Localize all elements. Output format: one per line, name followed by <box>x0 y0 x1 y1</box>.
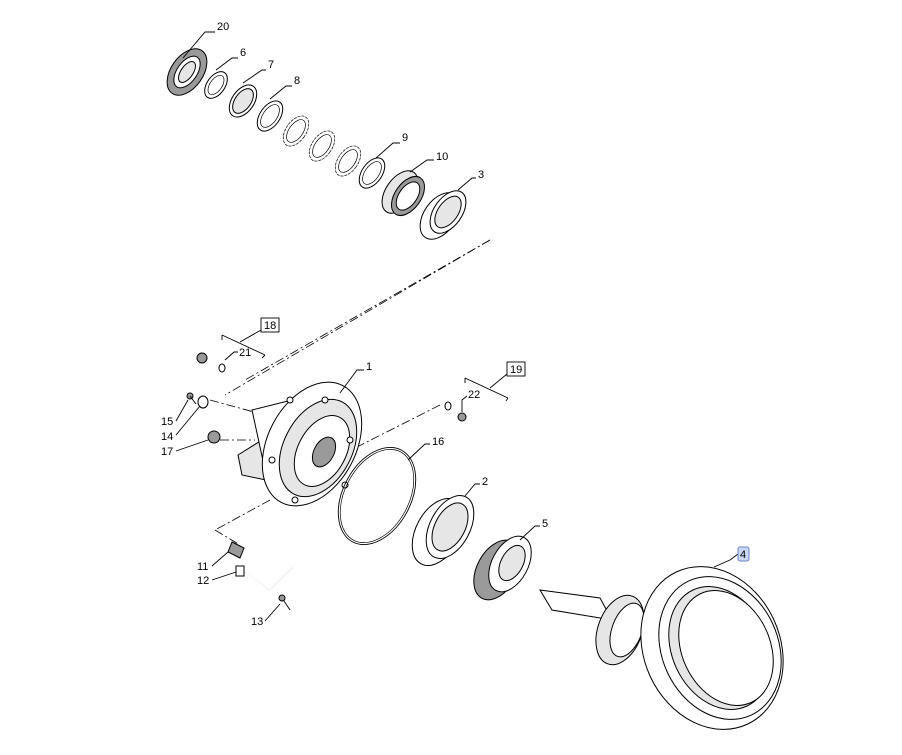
callout-20: 20 <box>217 21 229 33</box>
callout-7: 7 <box>268 59 274 71</box>
callout-8: 8 <box>294 75 300 87</box>
callout-1: 1 <box>366 361 372 373</box>
callout-5: 5 <box>542 518 548 530</box>
part-10-bearing <box>381 170 426 217</box>
callout-16: 16 <box>432 436 444 448</box>
part-1-housing <box>237 381 363 507</box>
callout-21: 21 <box>239 347 251 359</box>
part-14-washer <box>197 395 209 409</box>
callout-19: 19 <box>510 364 522 376</box>
part-4-ring-gear-and-pinion <box>539 566 784 730</box>
callout-18: 18 <box>264 320 276 332</box>
part-5-bearing-cone <box>473 535 532 601</box>
callout-15: 15 <box>161 416 173 428</box>
part-8-shim <box>256 100 284 132</box>
part-11-fitting <box>227 541 245 559</box>
bracket-19 <box>464 361 526 402</box>
callout-3: 3 <box>478 169 484 181</box>
part-6-snap-ring <box>204 71 228 99</box>
part-7-ring <box>228 84 258 118</box>
callout-12: 12 <box>197 575 209 587</box>
callout-13: 13 <box>251 616 263 628</box>
part-9-shim <box>358 157 386 189</box>
callout-2: 2 <box>482 476 488 488</box>
callout-4-highlight <box>737 546 750 562</box>
callout-6: 6 <box>240 47 246 59</box>
part-12-tube <box>235 565 293 591</box>
callout-9: 9 <box>402 132 408 144</box>
part-13-bolt <box>278 594 291 611</box>
part-2-bearing-cup <box>411 495 475 566</box>
callout-17: 17 <box>161 446 173 458</box>
callout-labels: 20 6 7 8 9 10 3 18 21 1 19 22 15 14 17 1… <box>161 21 746 628</box>
spacer-set <box>282 115 362 177</box>
part-22-nut-and-washer <box>444 401 467 422</box>
callout-11: 11 <box>197 561 208 573</box>
part-3-cup <box>419 190 467 240</box>
callout-10: 10 <box>436 151 448 163</box>
part-16-o-ring <box>337 446 417 546</box>
bracket-18 <box>221 317 280 359</box>
leader-lines <box>175 31 739 622</box>
part-15-bolt <box>186 392 197 405</box>
part-20-seal <box>166 48 208 96</box>
part-21-nut-and-washer <box>196 352 226 373</box>
callout-22: 22 <box>468 389 480 401</box>
part-17-plug <box>207 430 221 444</box>
callout-14: 14 <box>161 431 173 443</box>
callout-4[interactable]: 4 <box>740 549 746 561</box>
